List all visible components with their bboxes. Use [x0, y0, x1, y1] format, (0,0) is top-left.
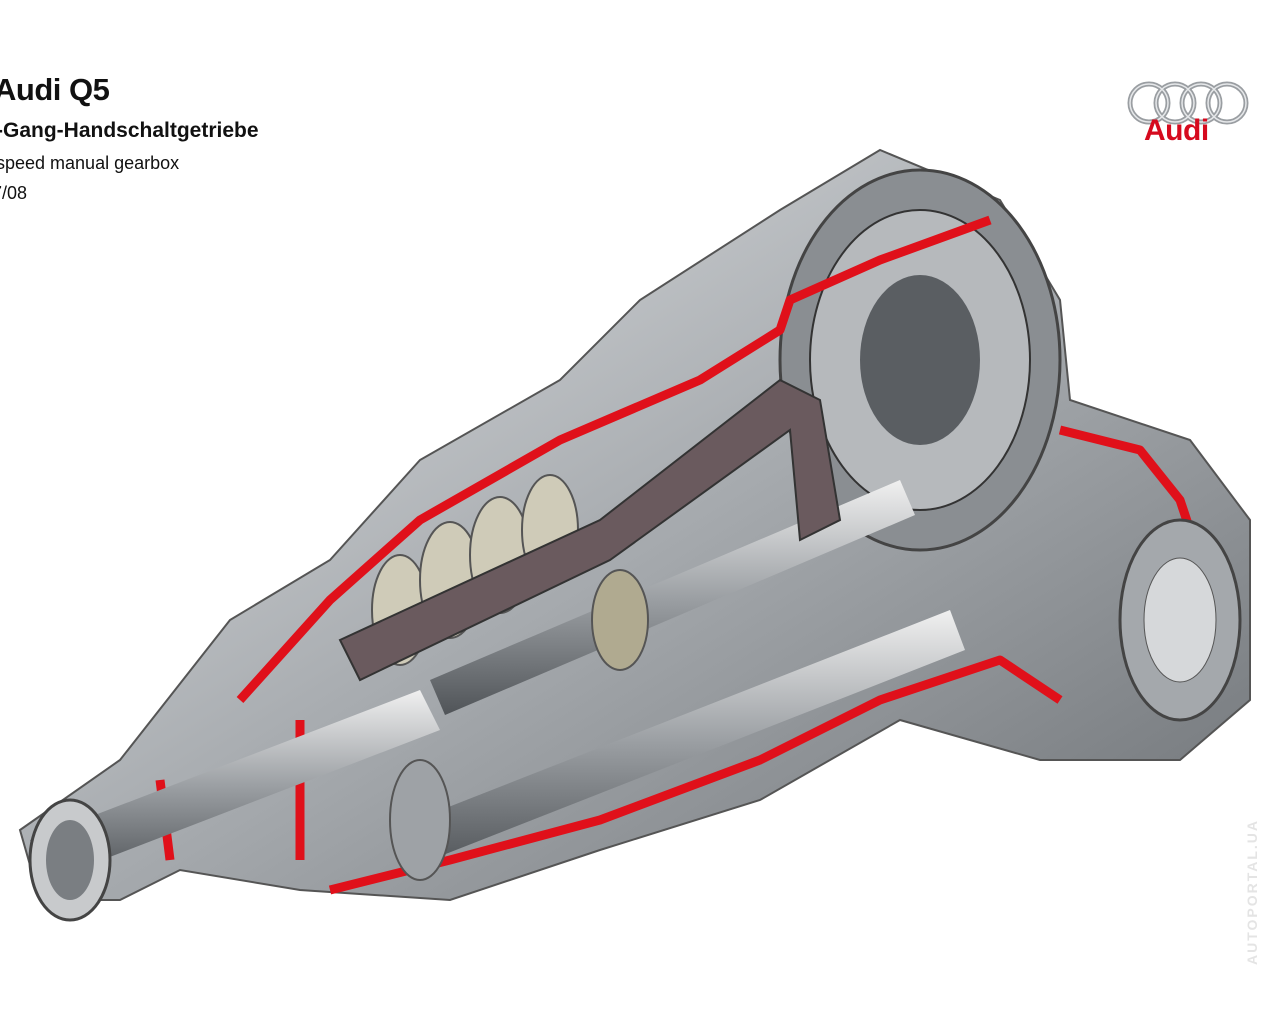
date-label: 7/08: [0, 183, 28, 203]
subtitle-english: speed manual gearbox: [0, 153, 180, 173]
cutaway-section: [155, 215, 1205, 895]
audi-rings-logo: [1127, 81, 1249, 125]
gear-shafts: [30, 480, 965, 880]
image-title: Audi Q5: [0, 72, 110, 107]
shift-fork: [338, 378, 842, 682]
audi-logo-text: Audi: [1144, 114, 1209, 147]
subtitle-german: -Gang-Handschaltgetriebe: [0, 119, 259, 142]
watermark: AUTOPORTAL.UA: [1244, 818, 1260, 965]
